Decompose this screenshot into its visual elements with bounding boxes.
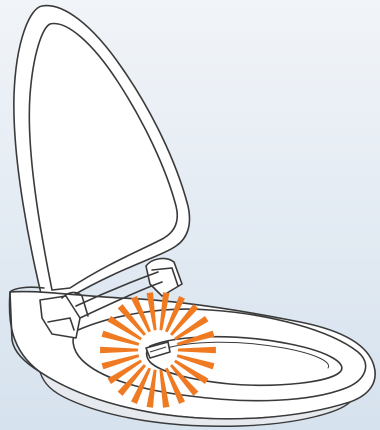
toilet-seat-illustration: [0, 0, 380, 430]
illustration-stage: [0, 0, 380, 430]
